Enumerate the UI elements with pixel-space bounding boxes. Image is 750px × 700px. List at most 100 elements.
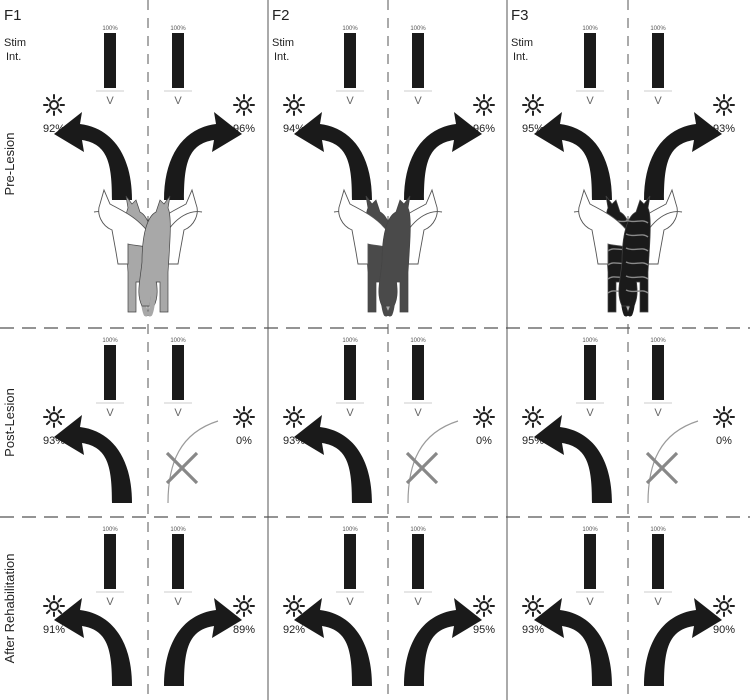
sun-core <box>239 412 249 422</box>
stim-intensity-bar: 100%V <box>404 527 432 608</box>
stim-intensity-bar: 100%V <box>404 26 432 107</box>
bar-unit-label: V <box>174 407 182 419</box>
cross-mark <box>405 451 439 485</box>
cat-rear-body <box>138 195 171 313</box>
bar-unit-label: V <box>654 596 662 608</box>
sun-core <box>239 601 249 611</box>
sun-ray <box>524 597 530 603</box>
sun-ray <box>715 108 721 114</box>
bar-unit-label: V <box>346 596 354 608</box>
sun-ray <box>247 108 253 114</box>
sun-ray <box>487 96 493 102</box>
stim-intensity-bar: 100%V <box>644 338 672 419</box>
sun-ray <box>235 408 241 414</box>
sun-ray <box>235 597 241 603</box>
sun-ray <box>297 108 303 114</box>
stim-intensity-bar: 100%V <box>96 338 124 419</box>
bar-unit-label: V <box>414 407 422 419</box>
intensity-bar <box>172 345 184 400</box>
stim-intensity-bar: 100%V <box>336 338 364 419</box>
light-stimulus-icon <box>522 406 544 428</box>
sun-ray <box>475 597 481 603</box>
sun-ray <box>536 96 542 102</box>
bar-max-label: 100% <box>582 338 598 344</box>
sun-ray <box>297 420 303 426</box>
sun-ray <box>45 96 51 102</box>
sun-ray <box>727 96 733 102</box>
stim-intensity-bar: 100%V <box>404 338 432 419</box>
sun-ray <box>45 420 51 426</box>
bar-max-label: 100% <box>410 527 426 533</box>
light-stimulus-icon <box>43 406 65 428</box>
sun-ray <box>715 408 721 414</box>
bar-unit-label: V <box>106 95 114 107</box>
cat-rear-body <box>618 195 651 313</box>
sun-ray <box>57 609 63 615</box>
bar-max-label: 100% <box>102 338 118 344</box>
sun-ray <box>475 420 481 426</box>
cat-rear-body <box>378 195 411 313</box>
stim-label: Int. <box>274 51 289 63</box>
stim-intensity-bar: 100%V <box>164 338 192 419</box>
light-stimulus-icon <box>473 595 495 617</box>
stim-intensity-bar: 100%V <box>644 26 672 107</box>
stim-intensity-bar: 100% V <box>96 26 124 107</box>
sun-ray <box>235 609 241 615</box>
bar-max-label: 100% <box>170 26 186 32</box>
cross-mark <box>165 451 199 485</box>
right-turn-percent: 0% <box>476 435 492 447</box>
light-stimulus-icon <box>283 595 305 617</box>
cat-stripe <box>625 219 649 224</box>
turn-left-arrow <box>294 415 372 503</box>
sun-ray <box>247 609 253 615</box>
sun-ray <box>57 108 63 114</box>
sun-ray <box>715 420 721 426</box>
stim-intensity-bar: 100% V <box>576 338 604 419</box>
turn-left-arrow <box>534 112 612 200</box>
sun-ray <box>727 597 733 603</box>
sun-ray <box>475 609 481 615</box>
stim-intensity-bar: 100%V <box>96 527 124 608</box>
intensity-bar <box>584 33 596 88</box>
sun-ray <box>536 108 542 114</box>
bar-unit-label: V <box>586 407 594 419</box>
sun-ray <box>727 420 733 426</box>
light-stimulus-icon <box>283 94 305 116</box>
sun-ray <box>524 96 530 102</box>
sun-core <box>289 412 299 422</box>
left-turn-percent: 93% <box>522 624 544 636</box>
light-stimulus-icon <box>233 595 255 617</box>
sun-ray <box>536 609 542 615</box>
cat-stripe <box>625 289 649 294</box>
turn-right-arrow <box>164 598 242 686</box>
light-stimulus-icon <box>522 94 544 116</box>
bar-unit-label: V <box>106 596 114 608</box>
sun-ray <box>536 597 542 603</box>
intensity-bar <box>412 33 424 88</box>
intensity-bar <box>104 33 116 88</box>
sun-core <box>528 100 538 110</box>
intensity-bar <box>584 534 596 589</box>
sun-ray <box>524 408 530 414</box>
sun-ray <box>487 108 493 114</box>
cat-stripe <box>625 261 649 266</box>
bar-max-label: 100% <box>102 26 118 32</box>
subject-column-F3: F3StimInt.100%V100%V95%93%100%V100%V95%0… <box>511 7 735 686</box>
sun-ray <box>475 96 481 102</box>
intensity-bar <box>344 534 356 589</box>
cat-stripe <box>625 233 649 238</box>
sun-core <box>479 100 489 110</box>
sun-core <box>719 100 729 110</box>
sun-ray <box>487 597 493 603</box>
light-stimulus-icon <box>233 94 255 116</box>
sun-ray <box>235 420 241 426</box>
cat-stripe <box>625 247 649 252</box>
left-turn-percent: 92% <box>283 624 305 636</box>
cat-stripe <box>625 275 649 280</box>
row-label-rehab: After Rehabilitation <box>2 554 17 664</box>
turn-left-arrow <box>54 415 132 503</box>
